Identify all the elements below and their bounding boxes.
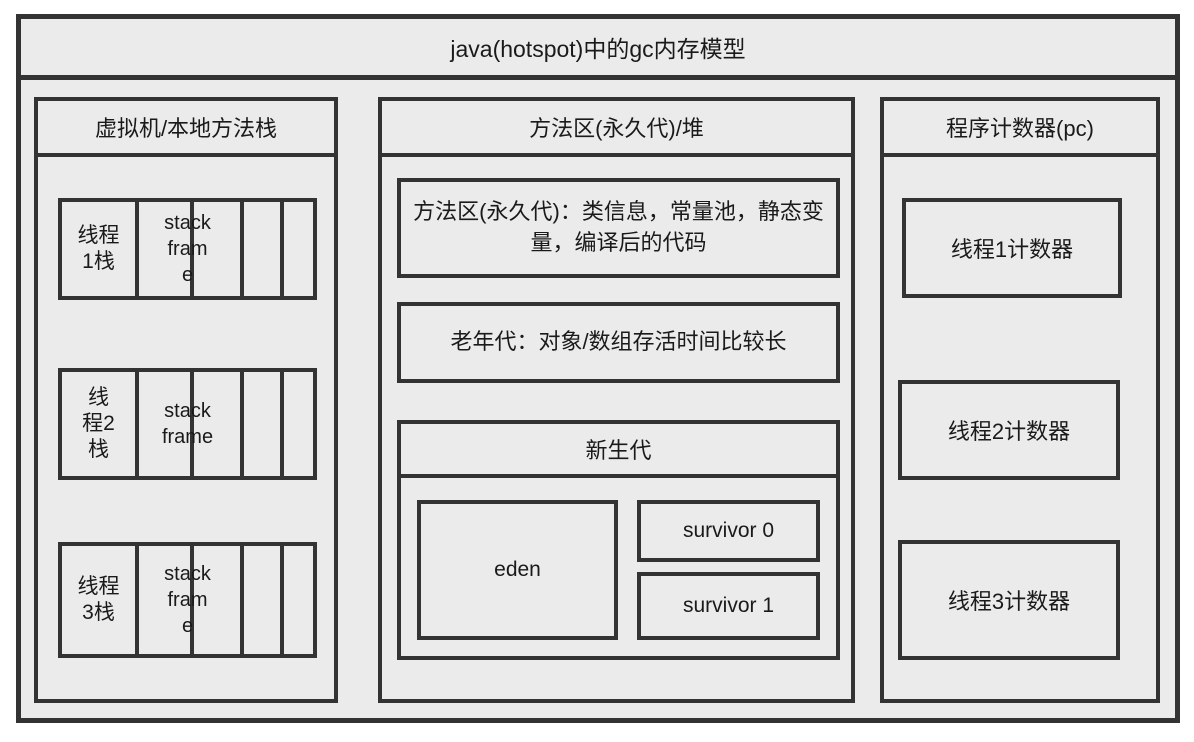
thread2-stack-box: 线 程2 栈 stack frame [58,368,317,480]
method-area-label: 方法区(永久代)：类信息，常量池，静态变量，编译后的代码 [413,199,824,255]
old-gen-label: 老年代：对象/数组存活时间比较长 [450,329,787,355]
eden-label: eden [494,558,541,581]
thread3-stack-label: 线程 3栈 [77,574,120,624]
pc-header: 程序计数器(pc) [884,101,1156,157]
stack-frame-cell [244,202,284,296]
thread1-stack-label-cell: 线程 1栈 [62,202,139,296]
survivor1-box: survivor 1 [637,572,820,640]
thread2-counter-label: 线程2计数器 [947,419,1071,444]
young-gen-header: 新生代 [401,424,836,478]
young-gen-box: 新生代 eden survivor 0 survivor 1 [397,420,840,660]
survivor0-label: survivor 0 [682,519,775,542]
thread1-counter-label: 线程1计数器 [950,237,1074,262]
method-area-box: 方法区(永久代)：类信息，常量池，静态变量，编译后的代码 [397,178,840,278]
stack-frame-cell [194,372,244,476]
stack-frame-cell [139,546,194,654]
thread3-counter-box: 线程3计数器 [898,540,1120,660]
heap-panel: 方法区(永久代)/堆 方法区(永久代)：类信息，常量池，静态变量，编译后的代码 … [378,97,855,703]
stack-frame-cell [284,372,313,476]
stack-frame-cell [244,372,284,476]
gc-memory-model-frame: java(hotspot)中的gc内存模型 虚拟机/本地方法栈 线程 1栈 st… [16,14,1180,723]
vm-stacks-header: 虚拟机/本地方法栈 [38,101,334,157]
stack-frame-cell [194,546,244,654]
thread2-counter-box: 线程2计数器 [898,380,1120,480]
eden-box: eden [417,500,618,640]
stack-frame-cell [139,372,194,476]
stack-frame-cell [194,202,244,296]
thread1-counter-box: 线程1计数器 [902,198,1122,298]
diagram-title-bar: java(hotspot)中的gc内存模型 [21,19,1175,80]
thread3-stack-label-cell: 线程 3栈 [62,546,139,654]
pc-panel: 程序计数器(pc) 线程1计数器 线程2计数器 线程3计数器 [880,97,1160,703]
thread1-stack-label: 线程 1栈 [77,223,120,273]
stack-frame-cell [284,202,313,296]
vm-stacks-panel: 虚拟机/本地方法栈 线程 1栈 stack fram e 线 程2 栈 [34,97,338,703]
thread2-stack-label: 线 程2 栈 [82,385,115,462]
thread1-stack-box: 线程 1栈 stack fram e [58,198,317,300]
thread2-stack-label-cell: 线 程2 栈 [62,372,139,476]
stack-frame-cell [139,202,194,296]
heap-header: 方法区(永久代)/堆 [382,101,851,157]
thread3-stack-box: 线程 3栈 stack fram e [58,542,317,658]
diagram-title: java(hotspot)中的gc内存模型 [450,36,746,62]
survivor0-box: survivor 0 [637,500,820,562]
stack-frame-cell [244,546,284,654]
thread3-counter-label: 线程3计数器 [947,589,1071,614]
stack-frame-cell [284,546,313,654]
old-gen-box: 老年代：对象/数组存活时间比较长 [397,302,840,383]
survivor1-label: survivor 1 [682,594,775,617]
